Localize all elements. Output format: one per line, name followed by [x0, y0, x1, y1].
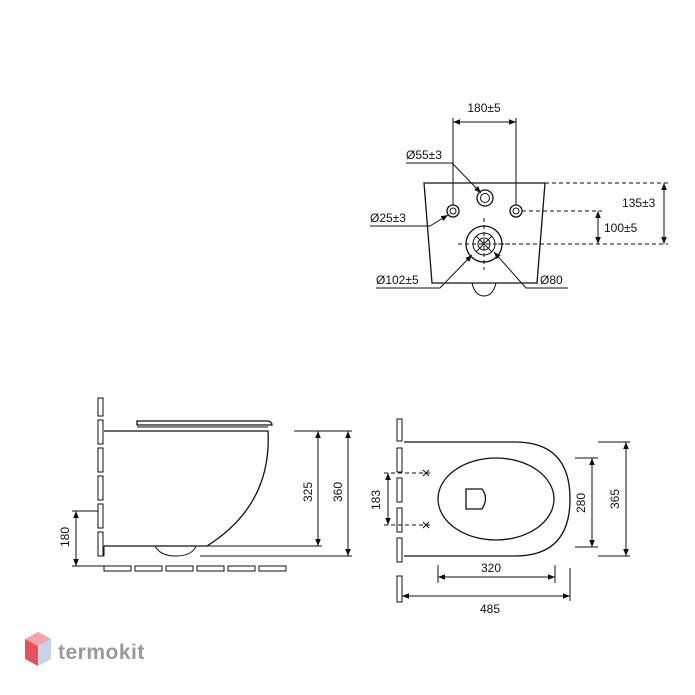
- dim-bowl-width: 280: [574, 493, 588, 513]
- side-view: 325 360 180: [58, 397, 352, 572]
- brand-name: termokit: [58, 641, 145, 664]
- dim-floor-height: 180: [58, 527, 72, 547]
- logo-cube-icon: [25, 632, 51, 666]
- bolt-hole-right: [509, 204, 523, 218]
- dim-bolt-height: 100±5: [604, 221, 638, 235]
- rear-view: 180±5 Ø55±3 Ø25±3 Ø102±5 Ø80 135±3 100±5: [370, 101, 668, 297]
- bolt-hole-left-inner: [449, 207, 457, 215]
- side-view-spigot: [154, 545, 197, 557]
- plan-view-wall: [396, 418, 403, 603]
- dim-waste-inner: Ø80: [540, 273, 563, 287]
- side-view-seat: [136, 420, 273, 426]
- dim-outlet-spacing: 180±5: [467, 101, 501, 115]
- dim-bowl-length: 320: [481, 561, 501, 575]
- dim-total-width: 365: [608, 489, 622, 509]
- inlet-hole-inner: [480, 193, 490, 203]
- bolt-hole-right-inner: [512, 207, 520, 215]
- dim-front-height: 325: [301, 482, 315, 502]
- dim-inlet-height: 135±3: [622, 196, 656, 210]
- bolt-hole-left: [446, 204, 460, 218]
- dim-waste-outer: Ø102±5: [376, 273, 419, 287]
- plan-view: 183 280 365 320 485: [369, 418, 630, 616]
- plan-view-drain: [465, 488, 487, 510]
- rear-view-body-outline: [423, 182, 546, 284]
- plan-view-bowl-inner: [437, 457, 555, 541]
- side-view-wall: [97, 397, 104, 557]
- side-view-floor: [103, 565, 287, 572]
- inlet-hole: [476, 189, 494, 207]
- dim-total-height: 360: [331, 482, 345, 502]
- dim-bolt-diameter: Ø25±3: [370, 211, 406, 225]
- dim-bolt-spacing: 183: [369, 490, 383, 510]
- rear-view-outlet-lip: [471, 282, 497, 297]
- dim-inlet-diameter: Ø55±3: [406, 148, 442, 162]
- brand-logo: termokit: [25, 632, 145, 666]
- dim-total-length: 485: [480, 602, 500, 616]
- plan-view-bowl-outer: [404, 441, 571, 557]
- side-view-bowl: [104, 430, 269, 547]
